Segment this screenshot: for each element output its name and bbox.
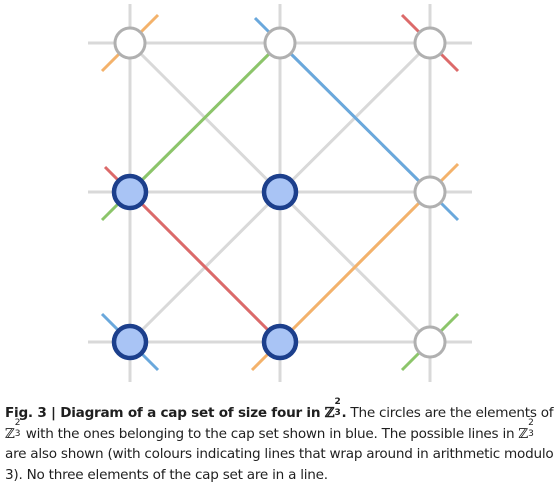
- orange-wrap-line: [278, 190, 432, 344]
- cap-set-point: [261, 323, 299, 361]
- wrap-lines: [100, 13, 460, 372]
- figure-caption: Fig. 3 | Diagram of a cap set of size fo…: [5, 398, 555, 485]
- caption-title: Fig. 3 | Diagram of a cap set of size fo…: [5, 398, 347, 422]
- z-symbol: ℤ: [518, 425, 529, 442]
- grid-point: [263, 26, 297, 60]
- red-wrap-line: [128, 190, 282, 344]
- caption-fig-label: Fig. 3 | Diagram of a cap set of size fo…: [5, 405, 325, 421]
- caption-title-end: .: [341, 405, 347, 421]
- blue-wrap-line: [278, 41, 432, 194]
- z-sup: 2: [334, 397, 341, 407]
- z-sup: 2: [528, 417, 534, 428]
- caption-part-3: are also shown (with colours indicating …: [5, 446, 554, 483]
- grid-point: [113, 26, 147, 60]
- cap-set-point: [111, 173, 149, 211]
- grid-points: [111, 26, 447, 361]
- cap-set-point: [111, 323, 149, 361]
- cap-set-diagram: [88, 4, 472, 382]
- green-wrap-line: [128, 41, 282, 194]
- z-sub: 3: [334, 408, 341, 418]
- z-sup: 2: [14, 417, 21, 428]
- grid-point: [413, 325, 447, 359]
- cap-set-point: [261, 173, 299, 211]
- grid-point: [413, 26, 447, 60]
- z-symbol: ℤ: [5, 425, 15, 442]
- z-sub: 3: [528, 428, 534, 439]
- caption-part-1: The circles are the elements of: [346, 405, 554, 421]
- grid-point: [413, 175, 447, 209]
- z-sub: 3: [14, 428, 21, 439]
- z-symbol: ℤ: [324, 405, 335, 421]
- caption-part-2: with the ones belonging to the cap set s…: [21, 425, 519, 442]
